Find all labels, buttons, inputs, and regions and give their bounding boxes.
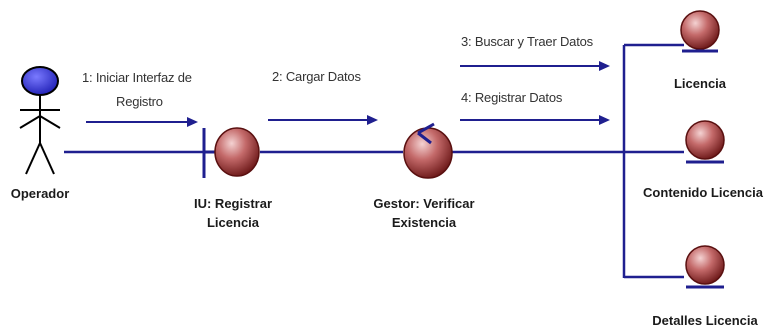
licencia-label: Licencia	[673, 76, 727, 91]
message-arrows	[86, 61, 610, 127]
gestor-label-line2: Existencia	[391, 215, 457, 230]
message-3-label: 3: Buscar y Traer Datos	[461, 34, 593, 49]
message-2-label: 2: Cargar Datos	[272, 69, 361, 84]
message-4-label: 4: Registrar Datos	[461, 90, 563, 105]
message-1-arrow	[86, 117, 198, 127]
message-4-arrow	[460, 115, 610, 125]
contenido-label: Contenido Licencia	[643, 185, 763, 200]
entity-icon-licencia	[680, 10, 720, 53]
message-1-label-line1: 1: Iniciar Interfaz de	[82, 70, 192, 85]
message-2-arrow	[268, 115, 378, 125]
actor-label: Operador	[10, 186, 70, 201]
boundary-icon	[202, 127, 260, 178]
message-3-arrow	[460, 61, 610, 71]
control-icon	[403, 122, 453, 179]
entity-icon-detalles	[685, 245, 725, 289]
entity-icon-contenido	[685, 120, 725, 164]
association-links	[64, 43, 684, 279]
iu-label-line2: Licencia	[206, 215, 260, 230]
detalles-label: Detalles Licencia	[652, 313, 758, 328]
iu-label-line1: IU: Registrar	[193, 196, 273, 211]
actor-stick-figure-icon	[19, 66, 61, 175]
message-1-label-line2: Registro	[116, 94, 163, 109]
gestor-label-line1: Gestor: Verificar	[373, 196, 475, 211]
